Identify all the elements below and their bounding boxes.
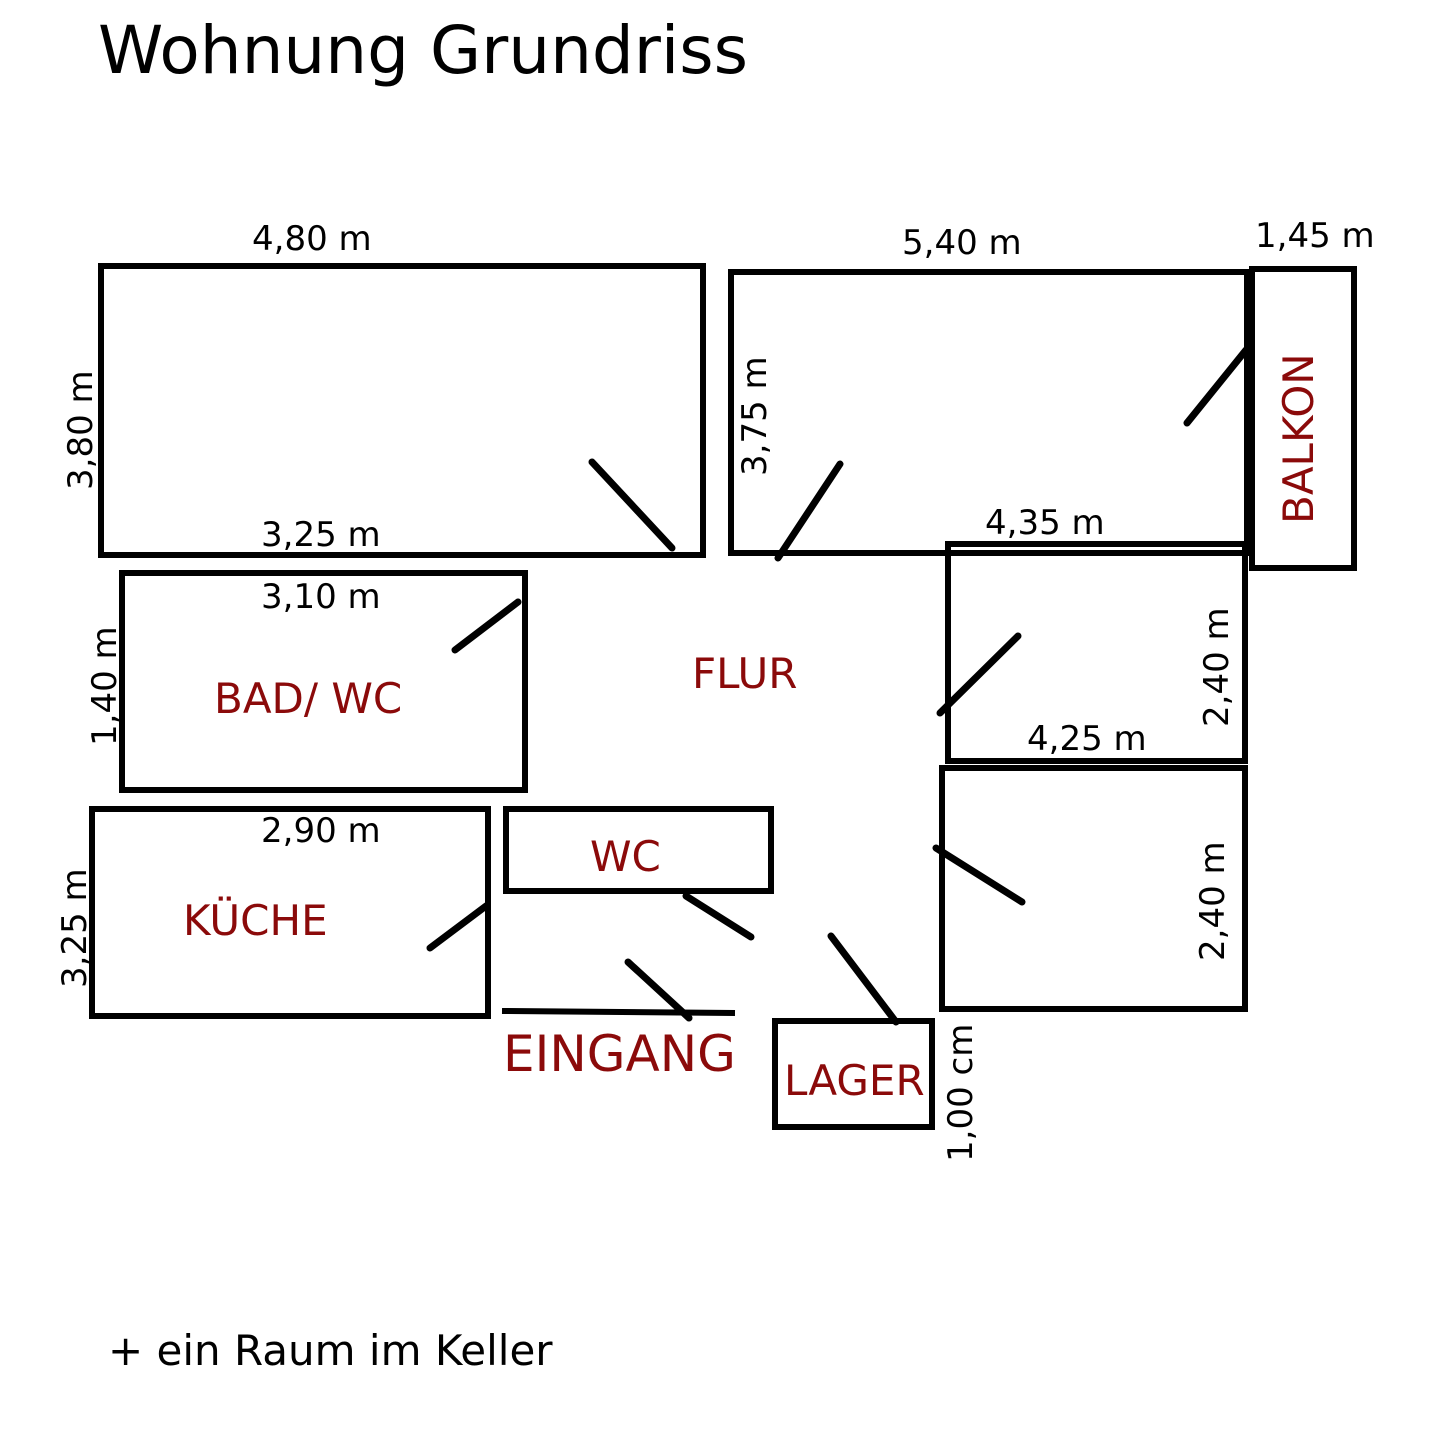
room-label-wc: WC [590, 832, 661, 881]
dim-room1-width: 4,80 m [252, 219, 372, 259]
eingang-wall [501, 1008, 736, 1016]
door-wc [682, 892, 755, 941]
dim-room3-width: 4,35 m [985, 503, 1105, 543]
room-label-balkon: BALKON [1274, 353, 1323, 524]
room-4-walls [939, 765, 1248, 1012]
room-3-walls [945, 541, 1248, 764]
door-room-1 [588, 458, 676, 552]
room-2-walls [728, 269, 1250, 556]
dim-kueche-height: 3,25 m [55, 868, 95, 988]
door-kueche [426, 902, 490, 952]
room-label-lager: LAGER [784, 1056, 925, 1105]
dim-bad-top-a: 3,25 m [261, 515, 381, 555]
lager-walls [772, 1018, 935, 1130]
dim-kueche-width: 2,90 m [261, 811, 381, 851]
dim-room4-width: 4,25 m [1027, 719, 1147, 759]
dim-room1-height: 3,80 m [61, 370, 101, 490]
room-label-bad: BAD/ WC [214, 674, 402, 723]
door-room-4 [932, 844, 1026, 906]
door-balkon [1183, 346, 1250, 427]
footer-note: + ein Raum im Keller [108, 1326, 553, 1375]
door-room-3 [936, 632, 1022, 717]
dim-room2-width: 5,40 m [902, 223, 1022, 263]
dim-room2-height: 3,75 m [735, 356, 775, 476]
kueche-walls [89, 806, 491, 1019]
door-lager [827, 932, 900, 1026]
room-label-eingang: EINGANG [503, 1025, 736, 1083]
door-bad [451, 598, 522, 654]
door-room-2 [774, 460, 844, 562]
dim-bad-top-b: 3,10 m [261, 577, 381, 617]
door-eingang [624, 958, 693, 1022]
room-label-flur: FLUR [692, 649, 797, 698]
dim-room3-height: 2,40 m [1197, 607, 1237, 727]
dim-balkon-width: 1,45 m [1255, 216, 1375, 256]
wc-walls [503, 806, 774, 894]
room-1-walls [98, 263, 706, 558]
room-label-kueche: KÜCHE [183, 895, 328, 945]
page-title: Wohnung Grundriss [98, 12, 749, 89]
dim-room4-height: 2,40 m [1193, 841, 1233, 961]
bad-walls [119, 570, 528, 793]
dim-bad-height: 1,40 m [85, 626, 125, 746]
dim-lager-height: 1,00 cm [941, 1024, 981, 1162]
balkon-walls [1249, 266, 1357, 571]
